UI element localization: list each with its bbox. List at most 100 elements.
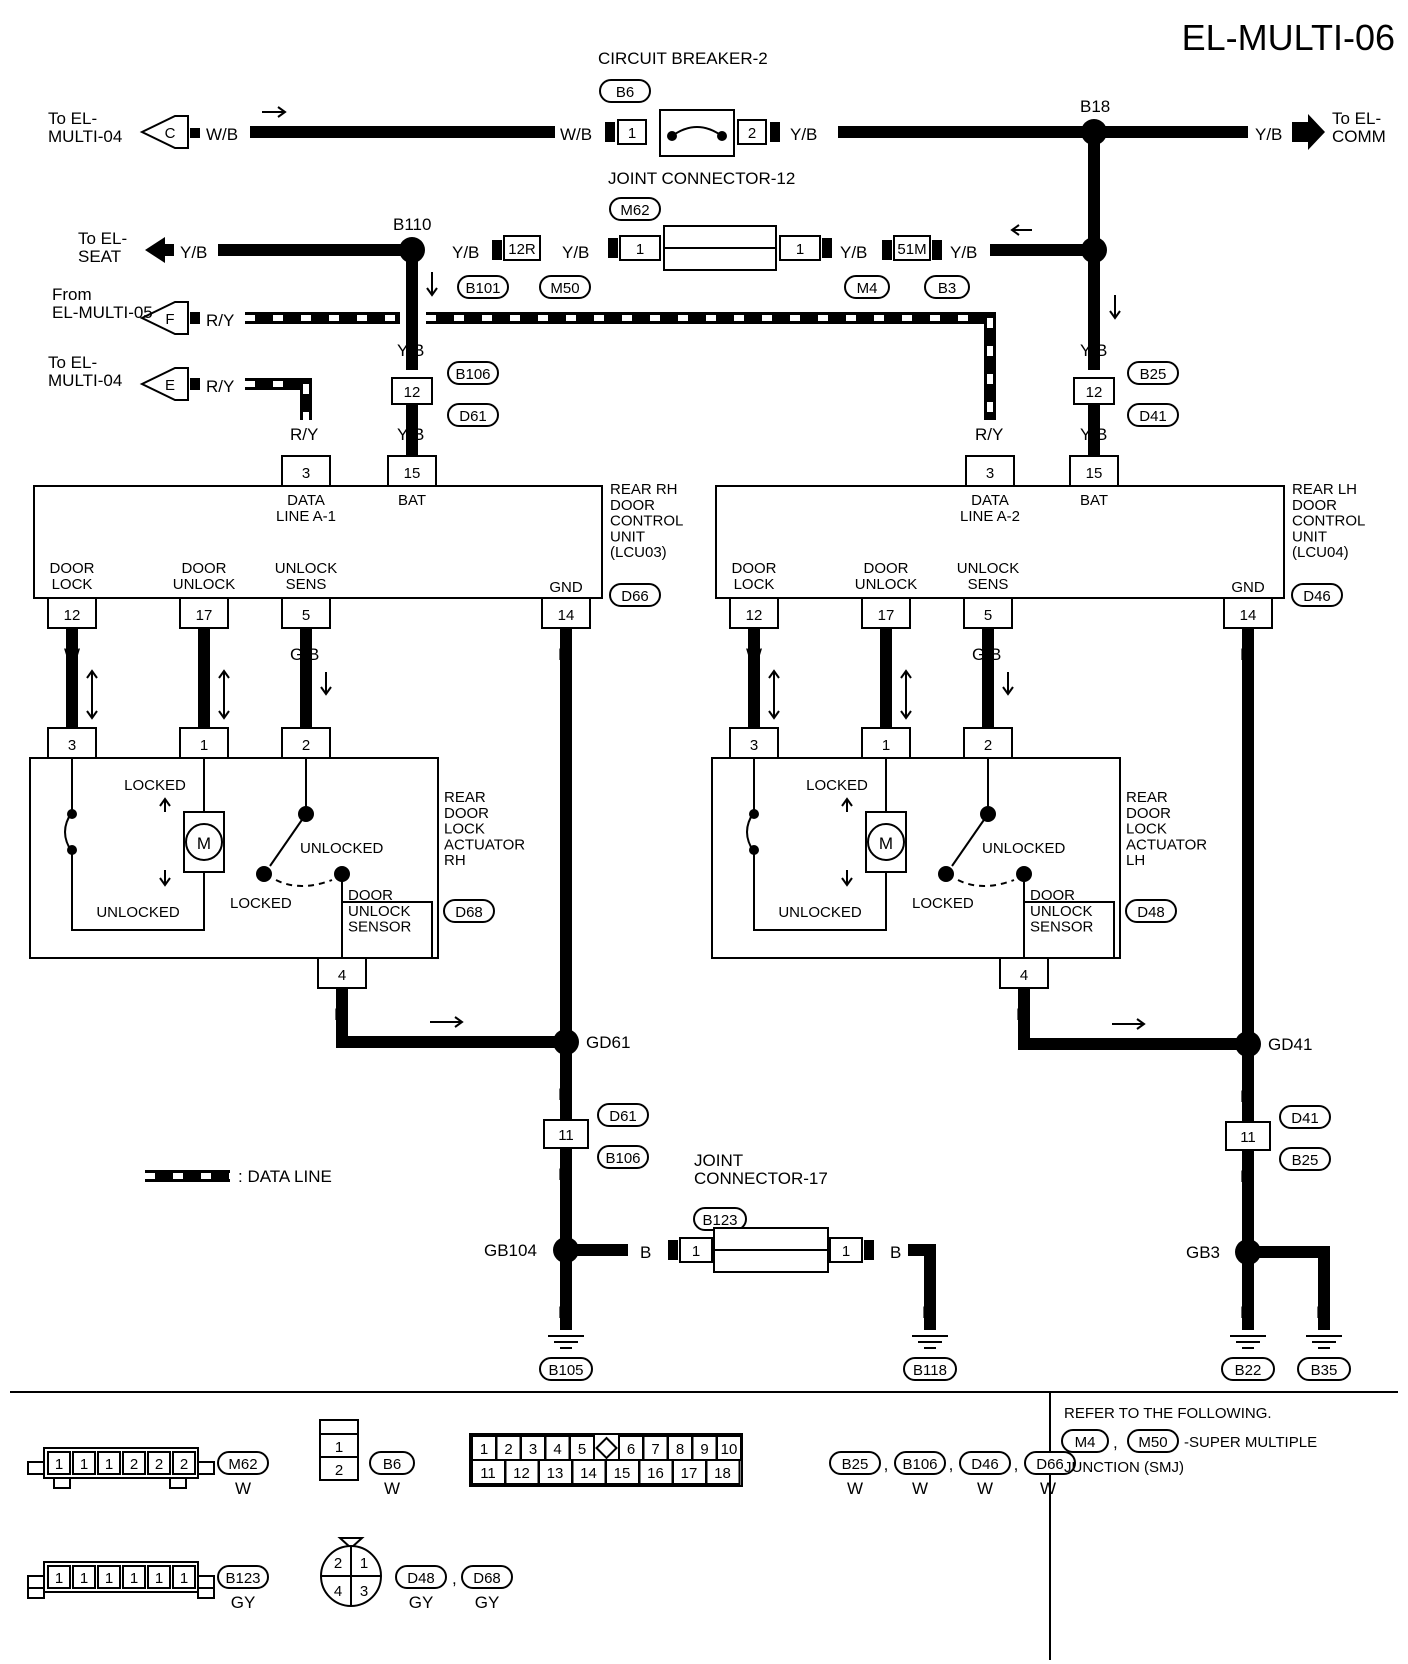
round-pin-4: 4 [334, 1583, 342, 1600]
round-pin-1: 1 [360, 1555, 368, 1572]
grid-pin: 6 [627, 1441, 635, 1458]
grid-pin: 14 [580, 1465, 597, 1482]
joint17-wire-b-left: B [640, 1243, 651, 1262]
b123-id: B123 [225, 1570, 260, 1587]
lh-locked-motor: LOCKED [806, 777, 868, 794]
grid-id: D66 [1036, 1456, 1064, 1473]
round-color-1: GY [409, 1593, 434, 1612]
lh-d41-id: D41 [1139, 408, 1167, 425]
grid-pin: 11 [480, 1465, 496, 1482]
grid-comma: , [949, 1455, 954, 1474]
b123-pin: 1 [80, 1570, 88, 1587]
grid-id: D46 [971, 1456, 999, 1473]
to-multi04-lower-label: To EL-MULTI-04 [48, 353, 122, 390]
gd61-wire-b: B [558, 1085, 569, 1104]
j17-pin-right: 1 [842, 1243, 850, 1260]
joint12-connector-id: M62 [620, 202, 649, 219]
lh-ground-d41: D41 [1291, 1110, 1319, 1127]
lh-locked-switch: LOCKED [912, 895, 974, 912]
grid-pin: 8 [676, 1441, 684, 1458]
wire-yb-rh-top: Y/B [397, 341, 424, 360]
rh-ground-b106: B106 [605, 1150, 640, 1167]
lh-unit-conn: D46 [1303, 588, 1331, 605]
wire-yb-m50: Y/B [562, 243, 589, 262]
gb3-label: GB3 [1186, 1243, 1220, 1262]
rh-ground-d61: D61 [609, 1108, 637, 1125]
grid-id: B25 [842, 1456, 869, 1473]
grid-color-3: W [977, 1479, 993, 1498]
b6-id: B6 [383, 1456, 401, 1473]
grid-pin: 10 [721, 1441, 738, 1458]
lh-pin-14: 14 [1240, 607, 1257, 624]
b123-pin: 1 [130, 1570, 138, 1587]
m62-pin: 2 [130, 1456, 138, 1473]
rh-ground-pin: 11 [558, 1127, 574, 1144]
m62-pin: 1 [55, 1456, 63, 1473]
wire-yb-lh-top: Y/B [1080, 341, 1107, 360]
rh-motor-icon: M [197, 834, 211, 853]
b101-id: B101 [465, 280, 500, 297]
rh-wire-b: B [558, 645, 569, 664]
wire-yb-b3: Y/B [950, 243, 977, 262]
gb104-wire-b-bottom: B [558, 1303, 569, 1322]
wire-wb-right: W/B [560, 125, 592, 144]
grid-color-1: W [847, 1479, 863, 1498]
wire-yb-m4: Y/B [840, 243, 867, 262]
data-line-legend: : DATA LINE [145, 1167, 332, 1186]
rh-pin-3: 3 [302, 465, 310, 482]
lh-motor-icon: M [879, 834, 893, 853]
rh-locked-switch: LOCKED [230, 895, 292, 912]
grid-pin: 2 [504, 1441, 512, 1458]
lh-unlocked-motor: UNLOCKED [778, 904, 862, 921]
j12-pin-right: 1 [796, 241, 804, 258]
lh-gnd-label: GND [1231, 579, 1265, 596]
grid-pin: 7 [651, 1441, 659, 1458]
to-comm-label: To EL-COMM [1332, 109, 1386, 146]
wire-ry-rh: R/Y [290, 425, 318, 444]
rh-wire-y: Y [198, 645, 209, 664]
gb104-label: GB104 [484, 1241, 537, 1260]
rh-pin-17: 17 [196, 607, 213, 624]
rh-d61-id: D61 [459, 408, 487, 425]
gd61-label: GD61 [586, 1033, 630, 1052]
rh-act-pin-2: 2 [302, 737, 310, 754]
lh-b25-id: B25 [1140, 366, 1167, 383]
ground-b35: B35 [1311, 1362, 1338, 1379]
rh-unlocked-motor: UNLOCKED [96, 904, 180, 921]
rh-b106-id: B106 [455, 366, 490, 383]
grid-color-4: W [1040, 1479, 1056, 1498]
b123-pin: 1 [55, 1570, 63, 1587]
wire-yb-cb: Y/B [790, 125, 817, 144]
b118-wire-b: B [922, 1303, 933, 1322]
wire-yb-comm: Y/B [1255, 125, 1282, 144]
gb3-wire-b-top: B [1240, 1167, 1251, 1186]
b6-pin-1: 1 [335, 1439, 343, 1456]
grid-pin: 18 [714, 1465, 731, 1482]
rh-wire-w: W [64, 645, 80, 664]
refer-m4: M4 [1075, 1434, 1096, 1451]
lh-wire-w: W [746, 645, 762, 664]
wire-ry-f: R/Y [206, 311, 234, 330]
b22-wire-b: B [1240, 1303, 1251, 1322]
to-multi04-upper-label: To EL-MULTI-04 [48, 109, 122, 146]
conn-51m: 51M [897, 241, 926, 258]
lh-pin-12: 12 [746, 607, 763, 624]
b123-pin: 1 [155, 1570, 163, 1587]
m62-pin: 1 [105, 1456, 113, 1473]
m62-color: W [235, 1479, 251, 1498]
m50-id: M50 [550, 280, 579, 297]
rh-pin-5: 5 [302, 607, 310, 624]
grid-pin: 1 [480, 1441, 488, 1458]
rh-act-pin-3: 3 [68, 737, 76, 754]
j17-pin-left: 1 [692, 1243, 700, 1260]
lh-wire-gb: G/B [972, 645, 1001, 664]
lh-act-pin-4: 4 [1020, 967, 1028, 984]
joint12-label: JOINT CONNECTOR-12 [608, 169, 795, 188]
